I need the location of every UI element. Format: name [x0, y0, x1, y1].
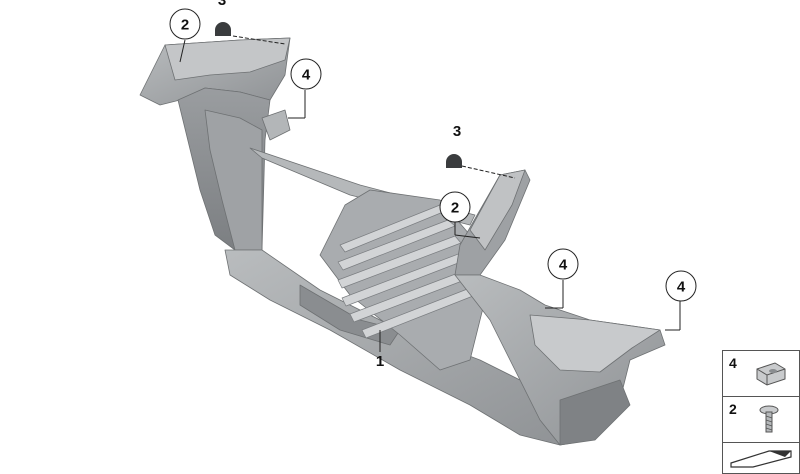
legend-row-clip-nut: 4 — [722, 350, 800, 397]
air-duct-bracket — [139, 37, 666, 446]
callout-4: 4 — [290, 58, 322, 90]
leader-lines — [232, 35, 516, 179]
svg-text:2: 2 — [181, 17, 189, 34]
callout-1: 1 — [376, 353, 384, 370]
svg-text:2: 2 — [451, 200, 459, 217]
leader-lines-solid — [179, 39, 681, 352]
callout-4: 4 — [665, 270, 697, 302]
shim-plate-icon — [730, 450, 792, 468]
callout-4: 4 — [547, 248, 579, 280]
svg-text:4: 4 — [677, 279, 686, 296]
legend-number: 4 — [729, 355, 737, 371]
svg-text:3: 3 — [453, 123, 461, 140]
rivet-icon — [215, 22, 231, 36]
legend-number: 2 — [729, 401, 737, 417]
right-tray-end — [559, 379, 631, 446]
svg-text:1: 1 — [376, 353, 384, 370]
right-upright-face — [469, 169, 526, 251]
legend-row-screw: 2 — [722, 396, 800, 443]
legend-row-shim — [722, 442, 800, 474]
parts-legend: 4 2 — [722, 350, 800, 474]
grille-slats — [337, 204, 474, 339]
callout-3: 3 — [453, 123, 461, 140]
rivet-icon — [446, 154, 462, 168]
callout-2: 2 — [169, 8, 201, 40]
svg-text:3: 3 — [218, 0, 226, 9]
callout-2: 2 — [439, 191, 471, 223]
svg-text:4: 4 — [302, 67, 311, 84]
fastener-markers — [215, 22, 462, 168]
screw-icon — [759, 405, 779, 433]
callout-3: 3 — [218, 0, 226, 9]
svg-text:4: 4 — [559, 257, 568, 274]
left-mount-face — [164, 37, 291, 81]
left-arm-bracket — [261, 109, 291, 141]
clip-nut-icon — [756, 362, 786, 386]
right-tray-face — [529, 314, 661, 373]
